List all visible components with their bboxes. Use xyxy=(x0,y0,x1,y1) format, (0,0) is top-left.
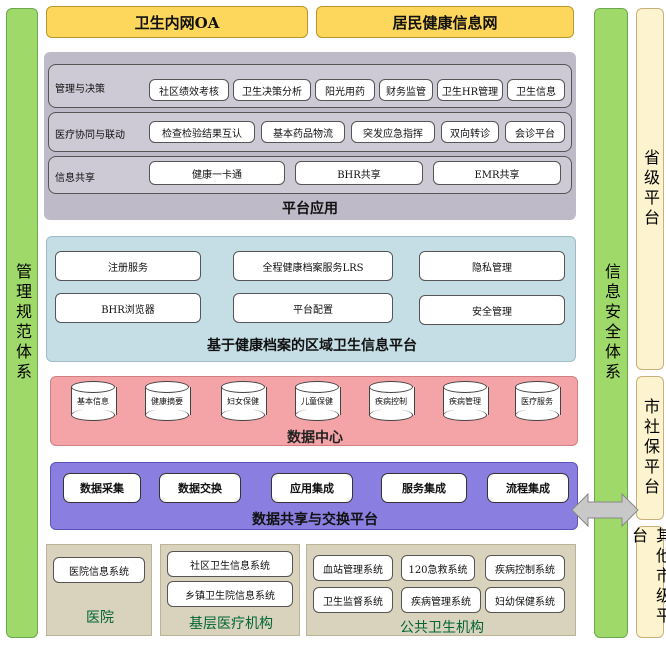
disease-control-system[interactable]: 疾病控制系统 xyxy=(485,555,565,581)
app-item-emergency-command[interactable]: 突发应急指挥 xyxy=(351,121,435,143)
db-disease-control-label: 疾病控制 xyxy=(375,397,407,406)
data-center-title: 数据中心 xyxy=(287,430,343,446)
db-basic-info: 基本信息 xyxy=(71,381,117,421)
grassroots-title: 基层医疗机构 xyxy=(189,616,273,632)
info-security-label: 信息安全体系 xyxy=(602,263,621,383)
exchange-panel: 数据采集 数据交换 应用集成 服务集成 流程集成 数据共享与交换平台 xyxy=(50,462,578,530)
data-center-panel: 基本信息 健康摘要 妇女保健 儿童保健 疾病控制 疾病管理 医疗服务 数据中心 xyxy=(50,376,578,446)
svc-bhr-browser[interactable]: BHR浏览器 xyxy=(55,293,201,323)
svc-registration[interactable]: 注册服务 xyxy=(55,251,201,281)
svc-privacy[interactable]: 隐私管理 xyxy=(419,251,565,281)
row-medical-collab: 医疗协同与联动 检查检验结果互认 基本药品物流 突发应急指挥 双向转诊 会诊平台 xyxy=(48,112,572,152)
app-item-community-performance[interactable]: 社区绩效考核 xyxy=(149,79,229,101)
db-child-health: 儿童保健 xyxy=(295,381,341,421)
hospital-title: 医院 xyxy=(86,610,114,626)
emergency-120-system[interactable]: 120急救系统 xyxy=(401,555,475,581)
svc-platform-config[interactable]: 平台配置 xyxy=(233,293,393,323)
app-item-emr-sharing[interactable]: EMR共享 xyxy=(433,161,561,185)
township-health-system[interactable]: 乡镇卫生院信息系统 xyxy=(167,581,293,607)
db-disease-management-label: 疾病管理 xyxy=(449,397,481,406)
public-health-title: 公共卫生机构 xyxy=(400,620,484,636)
db-medical-service: 医疗服务 xyxy=(515,381,561,421)
row-label-medical-collab: 医疗协同与联动 xyxy=(55,130,125,141)
resident-health-box: 居民健康信息网 xyxy=(316,6,574,38)
exchange-collect[interactable]: 数据采集 xyxy=(63,473,141,503)
hospital-info-system[interactable]: 医院信息系统 xyxy=(53,557,145,583)
db-basic-info-label: 基本信息 xyxy=(77,397,109,406)
oa-box: 卫生内网OA xyxy=(46,6,308,38)
app-item-health-card[interactable]: 健康一卡通 xyxy=(149,161,285,185)
row-label-management: 管理与决策 xyxy=(55,84,105,95)
app-item-bhr-sharing[interactable]: BHR共享 xyxy=(295,161,423,185)
exchange-process-integration[interactable]: 流程集成 xyxy=(487,473,569,503)
disease-management-system[interactable]: 疾病管理系统 xyxy=(401,587,481,613)
db-women-health-label: 妇女保健 xyxy=(227,397,259,406)
double-arrow-icon xyxy=(571,492,639,528)
hospital-panel: 医院信息系统 医院 xyxy=(46,544,152,636)
platform-app-panel: 管理与决策 社区绩效考核 卫生决策分析 阳光用药 财务监管 卫生HR管理 卫生信… xyxy=(44,52,576,220)
svc-security[interactable]: 安全管理 xyxy=(419,295,565,325)
regional-platform-panel: 注册服务 全程健康档案服务LRS 隐私管理 BHR浏览器 平台配置 安全管理 基… xyxy=(46,236,576,362)
db-child-health-label: 儿童保健 xyxy=(301,397,333,406)
community-health-system[interactable]: 社区卫生信息系统 xyxy=(167,551,293,577)
svc-lrs[interactable]: 全程健康档案服务LRS xyxy=(233,251,393,281)
app-item-finance-supervision[interactable]: 财务监管 xyxy=(379,79,433,101)
city-social-platform-box: 市社保平台 xyxy=(636,376,664,520)
provincial-platform-box: 省级平台 xyxy=(636,8,664,370)
exchange-app-integration[interactable]: 应用集成 xyxy=(271,473,353,503)
exchange-exchange[interactable]: 数据交换 xyxy=(159,473,241,503)
db-health-summary: 健康摘要 xyxy=(145,381,191,421)
exchange-service-integration[interactable]: 服务集成 xyxy=(381,473,467,503)
public-health-panel: 血站管理系统 120急救系统 疾病控制系统 卫生监督系统 疾病管理系统 妇幼保健… xyxy=(306,544,576,636)
app-item-sunshine-medication[interactable]: 阳光用药 xyxy=(315,79,375,101)
provincial-platform-label: 省级平台 xyxy=(641,149,660,229)
management-standards-label: 管理规范体系 xyxy=(13,263,32,383)
app-item-health-info[interactable]: 卫生信息 xyxy=(507,79,565,101)
info-security-bar: 信息安全体系 xyxy=(594,8,628,638)
city-social-platform-label: 市社保平台 xyxy=(641,398,660,498)
app-item-health-decision[interactable]: 卫生决策分析 xyxy=(233,79,311,101)
blood-station-system[interactable]: 血站管理系统 xyxy=(313,555,393,581)
db-disease-management: 疾病管理 xyxy=(443,381,489,421)
row-label-info-sharing: 信息共享 xyxy=(55,173,95,184)
platform-app-title: 平台应用 xyxy=(282,201,338,217)
db-medical-service-label: 医疗服务 xyxy=(521,397,553,406)
grassroots-panel: 社区卫生信息系统 乡镇卫生院信息系统 基层医疗机构 xyxy=(160,544,300,636)
health-supervision-system[interactable]: 卫生监督系统 xyxy=(313,587,393,613)
regional-platform-title: 基于健康档案的区域卫生信息平台 xyxy=(207,338,417,354)
app-item-hr-management[interactable]: 卫生HR管理 xyxy=(437,79,503,101)
other-city-platform-label: 其他市级平台 xyxy=(629,527,666,627)
other-city-platform-box: 其他市级平台 xyxy=(629,526,666,638)
management-standards-bar: 管理规范体系 xyxy=(6,8,38,638)
exchange-title: 数据共享与交换平台 xyxy=(252,512,378,528)
db-disease-control: 疾病控制 xyxy=(369,381,415,421)
maternal-child-system[interactable]: 妇幼保健系统 xyxy=(485,587,565,613)
app-item-consultation[interactable]: 会诊平台 xyxy=(505,121,565,143)
db-women-health: 妇女保健 xyxy=(221,381,267,421)
row-management: 管理与决策 社区绩效考核 卫生决策分析 阳光用药 财务监管 卫生HR管理 卫生信… xyxy=(48,64,572,108)
app-item-two-way-referral[interactable]: 双向转诊 xyxy=(441,121,499,143)
db-health-summary-label: 健康摘要 xyxy=(151,397,183,406)
app-item-result-recognition[interactable]: 检查检验结果互认 xyxy=(149,121,255,143)
app-item-drug-logistics[interactable]: 基本药品物流 xyxy=(261,121,345,143)
row-info-sharing: 信息共享 健康一卡通 BHR共享 EMR共享 xyxy=(48,156,572,194)
